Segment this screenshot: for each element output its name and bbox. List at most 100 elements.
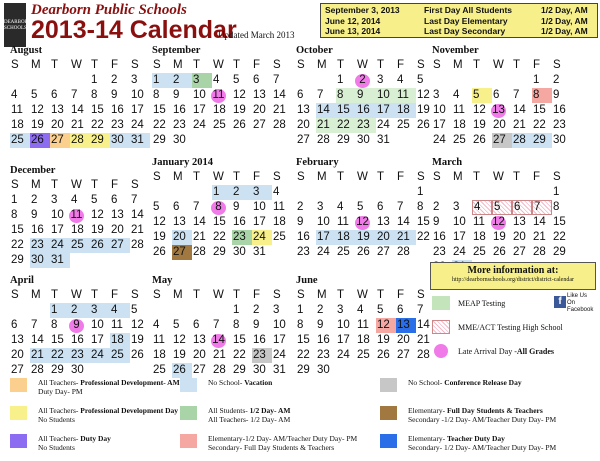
day-cell: 18 xyxy=(110,333,130,348)
day-cell: 11 xyxy=(273,201,285,213)
day-cell: 2 xyxy=(31,194,38,206)
day-cell: 16 xyxy=(433,231,446,243)
weekday-header: S xyxy=(11,179,19,191)
day-cell: 2 xyxy=(433,201,440,213)
day-cell: 15 xyxy=(533,104,546,116)
day-cell: 10 xyxy=(376,88,396,103)
day-cell: 8 xyxy=(91,89,98,101)
key-date: June 12, 2014 xyxy=(325,15,381,26)
day-cell: 27 xyxy=(11,364,24,376)
day-cell: 6 xyxy=(512,200,532,215)
key-date: June 13, 2014 xyxy=(325,26,381,36)
day-cell: 20 xyxy=(111,224,124,236)
weekday-header: W xyxy=(213,289,224,301)
weekday-header: T xyxy=(91,59,99,71)
legend-mme-act: MME/ACT Testing High School xyxy=(432,320,563,334)
day-cell: 11 xyxy=(153,334,165,346)
day-cell: 24 xyxy=(433,134,446,146)
weekday-header: F xyxy=(253,289,261,301)
day-cell: 27 xyxy=(50,133,70,148)
empty-cell xyxy=(172,185,192,200)
legend-text: All Teachers- Professional Development D… xyxy=(38,406,179,424)
day-cell: 17 xyxy=(453,231,466,243)
weekday-header: T xyxy=(377,59,385,71)
day-cell: 22 xyxy=(336,118,356,133)
day-cell: 24 xyxy=(377,119,390,131)
empty-cell xyxy=(336,185,356,200)
day-cell: 7 xyxy=(213,319,220,331)
day-cell: 21 xyxy=(417,334,430,346)
late-arrival-swatch xyxy=(434,344,448,358)
more-info-url[interactable]: http://dearbornschools.org/district/dist… xyxy=(451,277,575,283)
day-cell: 14 xyxy=(316,103,336,118)
day-cell: 20 xyxy=(193,349,206,361)
day-cell: 4 xyxy=(110,303,130,318)
day-cell: 2 xyxy=(70,303,90,318)
day-cell: 24 xyxy=(273,349,286,361)
empty-cell xyxy=(50,73,70,88)
empty-cell xyxy=(356,185,376,200)
weekday-header: S xyxy=(273,171,281,183)
key-event: First Day All Students xyxy=(424,5,513,15)
day-cell: 14 xyxy=(397,216,410,228)
month-name: February xyxy=(296,157,339,168)
day-cell: 29 xyxy=(532,133,552,148)
weekday-header: M xyxy=(317,289,327,301)
weekday-header: T xyxy=(473,171,481,183)
day-cell: 8 xyxy=(11,209,18,221)
day-cell: 20 xyxy=(253,104,266,116)
facebook-link[interactable]: f Like Us On Facebook xyxy=(554,293,594,315)
facebook-icon: f xyxy=(554,296,566,308)
day-cell: 29 xyxy=(153,134,166,146)
legend-swatch xyxy=(10,434,27,448)
day-cell: 1 xyxy=(50,303,70,318)
day-cell: 14 xyxy=(273,89,286,101)
empty-cell xyxy=(316,73,336,88)
day-cell: 21 xyxy=(273,104,286,116)
day-cell: 6 xyxy=(377,201,384,213)
logo-text: DEARBORN SCHOOLS xyxy=(4,20,32,31)
day-cell: 6 xyxy=(11,319,18,331)
weekday-header: S xyxy=(433,171,441,183)
day-cell: 3 xyxy=(192,73,212,88)
empty-cell xyxy=(30,73,50,88)
day-cell: 7 xyxy=(131,194,138,206)
weekday-header: F xyxy=(111,179,119,191)
weekday-header: T xyxy=(193,59,201,71)
mme-label: MME/ACT Testing High School xyxy=(458,322,563,332)
weekday-header: T xyxy=(233,171,241,183)
day-cell: 13 xyxy=(491,103,512,118)
day-cell: 16 xyxy=(317,334,330,346)
late-arrival-marker: 8 xyxy=(211,200,226,215)
weekday-header: W xyxy=(213,171,224,183)
day-cell: 22 xyxy=(91,119,104,131)
day-cell: 29 xyxy=(337,134,350,146)
day-cell: 16 xyxy=(233,216,246,228)
weekday-header: T xyxy=(193,171,201,183)
day-cell: 28 xyxy=(317,134,330,146)
day-cell: 27 xyxy=(377,246,390,258)
day-cell: 10 xyxy=(193,89,206,101)
legend-late-arrival: Late Arrival Day - All Grades xyxy=(432,344,554,358)
key-note: 1/2 Day, AM xyxy=(541,15,588,26)
day-cell: 5 xyxy=(472,88,492,103)
weekday-header: T xyxy=(91,179,99,191)
weekday-header: M xyxy=(173,289,183,301)
day-cell: 10 xyxy=(91,319,104,331)
weekday-header: M xyxy=(31,289,41,301)
weekday-header: T xyxy=(337,59,345,71)
day-cell: 19 xyxy=(473,119,486,131)
legend-swatch xyxy=(380,378,397,392)
weekday-header: T xyxy=(377,289,385,301)
weekday-header: M xyxy=(31,59,41,71)
day-cell: 26 xyxy=(233,119,246,131)
day-cell: 2 xyxy=(355,73,376,88)
weekday-header: S xyxy=(11,59,19,71)
day-cell: 23 xyxy=(111,119,124,131)
day-cell: 18 xyxy=(213,104,226,116)
day-cell: 28 xyxy=(533,246,546,258)
day-cell: 19 xyxy=(377,334,390,346)
day-cell: 28 xyxy=(213,364,226,376)
